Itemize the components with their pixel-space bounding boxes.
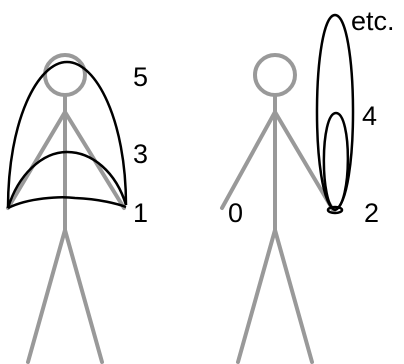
label-3: 3 [133, 139, 148, 169]
right-figure-left-arm [220, 110, 277, 210]
arc-level-1 [7, 196, 127, 210]
right-stick-figure [220, 53, 335, 364]
loop-level-2 [326, 205, 344, 215]
right-figure-right-arm [273, 110, 335, 212]
right-figure-right-leg [273, 228, 314, 364]
label-5: 5 [133, 62, 148, 92]
left-figure-left-arm [6, 110, 67, 210]
left-figure-left-leg [26, 228, 67, 364]
right-figure-left-leg [236, 228, 277, 364]
label-etc: etc. [351, 6, 395, 36]
label-0: 0 [228, 198, 243, 228]
left-figure-right-leg [63, 228, 104, 364]
label-4: 4 [362, 101, 377, 131]
arc-level-5 [6, 60, 128, 209]
label-2: 2 [364, 198, 379, 228]
right-figure-head [253, 53, 297, 97]
arc-level-3 [6, 150, 128, 209]
label-1: 1 [133, 198, 148, 228]
loop-level-6 [315, 13, 355, 212]
